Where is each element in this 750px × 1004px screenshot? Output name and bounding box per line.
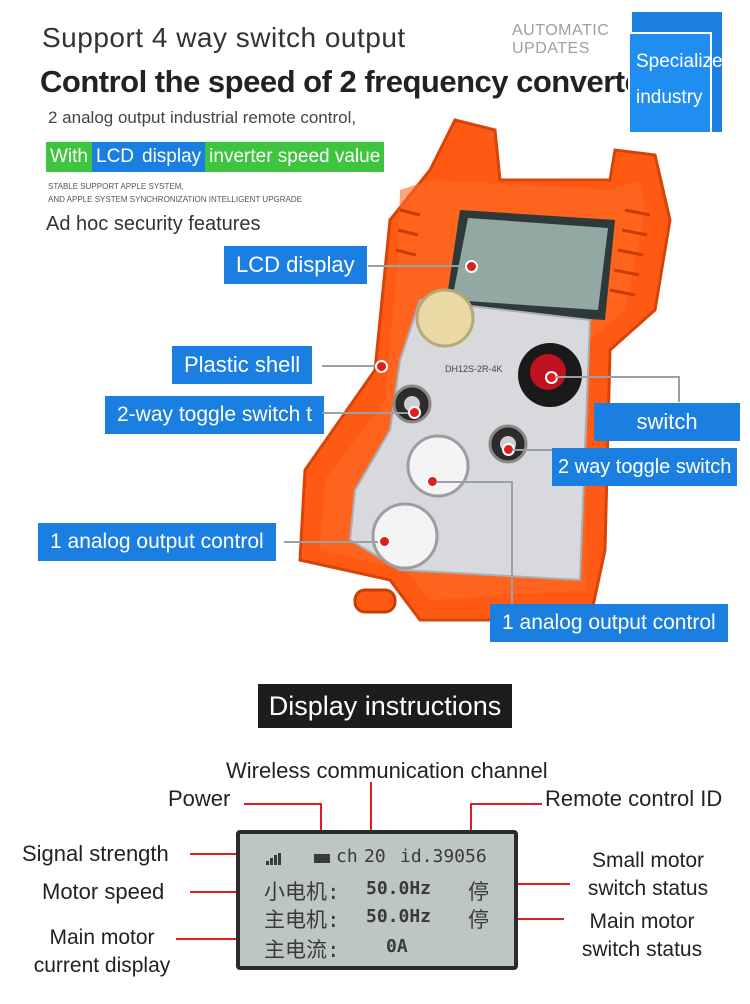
ann-power: Power <box>168 786 231 811</box>
lcd-ch: ch <box>336 846 358 867</box>
small-text-upgrade: AND APPLE SYSTEM SYNCHRONIZATION INTELLI… <box>48 195 302 204</box>
lcd-main-motor-label: 主电机: <box>264 908 340 932</box>
ann-signal-strength: Signal strength <box>22 841 169 866</box>
ann-small-status-line1: Small motor <box>591 849 705 872</box>
lcd-remote-id: id.39056 <box>400 846 487 867</box>
label-switch: switch <box>594 403 740 441</box>
ann-remote-id: Remote control ID <box>545 786 723 811</box>
headline-4-way: Support 4 way switch output <box>42 22 406 53</box>
specialize-text: Specialize <box>636 51 723 72</box>
specialize-badge: Specialize industry <box>628 32 723 134</box>
subtitle: 2 analog output industrial remote contro… <box>48 108 357 127</box>
small-text-apple: STABLE SUPPORT APPLE SYSTEM, <box>48 182 184 191</box>
remote-control-illustration: DH12S-2R-4K <box>298 118 672 622</box>
lcd-ch-number: 20 <box>364 846 386 867</box>
lcd-small-motor-speed: 50.0Hz <box>366 878 432 899</box>
indicator-button <box>415 288 475 348</box>
device-model: DH12S-2R-4K <box>445 364 503 374</box>
ann-small-motor-status: Small motor switch status <box>568 847 728 903</box>
ann-main-current-line1: Main motor <box>49 926 155 949</box>
label-plastic-shell: Plastic shell <box>172 346 313 384</box>
ann-motor-speed: Motor speed <box>42 879 165 904</box>
ann-main-status-line1: Main motor <box>589 910 695 933</box>
lcd-small-motor-label: 小电机: <box>264 880 340 904</box>
pointer-lcd <box>465 260 478 273</box>
ann-main-current: Main motor current display <box>22 924 182 980</box>
lcd-line-lcd: LCD <box>92 142 139 172</box>
lcd-main-motor-speed: 50.0Hz <box>366 906 432 927</box>
ann-main-status-line2: switch status <box>581 938 703 961</box>
ann-main-motor-status: Main motor switch status <box>562 908 722 964</box>
knob-main <box>371 502 439 570</box>
automatic-updates: AUTOMATIC UPDATES <box>512 22 609 58</box>
updates-text: UPDATES <box>512 40 590 57</box>
label-toggle-right: 2 way toggle switch <box>552 448 738 486</box>
adhoc-security: Ad hoc security features <box>46 213 261 235</box>
device-lcd-screen <box>452 218 608 310</box>
ann-wireless-channel: Wireless communication channel <box>226 758 548 783</box>
label-lcd-display: LCD display <box>224 246 367 284</box>
ann-main-current-line2: current display <box>33 954 171 977</box>
pointer-analog-left <box>378 535 391 548</box>
automatic-text: AUTOMATIC <box>512 22 610 39</box>
label-analog-left: 1 analog output control <box>38 523 276 561</box>
lcd-feature-line: With LCD display inverter speed value <box>46 142 385 172</box>
pointer-shell <box>375 360 388 373</box>
lcd-main-motor-status: 停 <box>468 908 489 932</box>
lcd-main-current-value: 0A <box>386 936 408 957</box>
industry-text: industry <box>636 87 703 108</box>
headline-speed-control: Control the speed of 2 frequency convert… <box>40 64 670 99</box>
lcd-small-motor-status: 停 <box>468 880 489 904</box>
ann-small-status-line2: switch status <box>587 877 709 900</box>
lcd-line-with: With <box>46 142 92 172</box>
lcd-main-current-label: 主电流: <box>264 938 340 962</box>
display-instructions-title: Display instructions <box>258 684 512 728</box>
signal-strength-icon <box>266 852 281 865</box>
lcd-line-display: display <box>138 142 206 172</box>
label-toggle-left: 2-way toggle switch t <box>105 396 324 434</box>
pointer-toggle-left <box>408 406 421 419</box>
battery-icon <box>314 854 330 863</box>
lcd-line-inverter: inverter speed value <box>205 142 385 172</box>
lcd-display-closeup: ch 20 id.39056 小电机: 50.0Hz 停 主电机: 50.0Hz… <box>236 830 518 970</box>
label-analog-right: 1 analog output control <box>490 604 728 642</box>
knob-small <box>406 434 470 498</box>
